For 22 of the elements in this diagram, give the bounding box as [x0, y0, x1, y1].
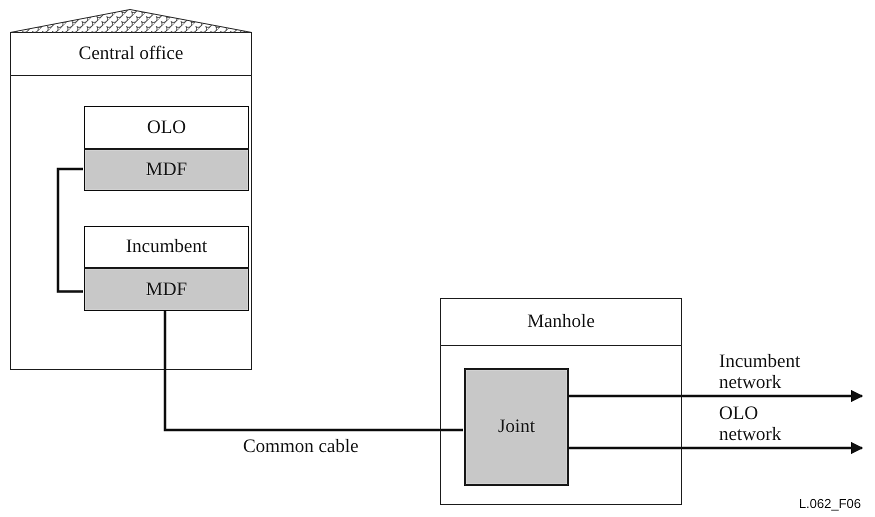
- box-label: MDF: [146, 278, 188, 300]
- figure-code: L.062_F06: [798, 496, 861, 511]
- connector-line: [56, 168, 83, 293]
- building-box: [10, 32, 252, 370]
- process-box: [84, 149, 249, 191]
- process-box: [84, 226, 249, 268]
- process-box: [464, 368, 569, 486]
- process-box: [84, 268, 249, 311]
- box-title: Manhole: [527, 311, 595, 333]
- connector-line: [164, 310, 463, 432]
- box-label: MDF: [146, 159, 188, 181]
- box-label: Incumbent: [126, 236, 208, 258]
- connector-line: [568, 390, 864, 402]
- edge-label: Incumbent network: [719, 351, 802, 393]
- process-box: [84, 106, 249, 149]
- edge-label: OLO network: [719, 403, 782, 445]
- edge-label: Common cable: [243, 436, 360, 457]
- box-label: OLO: [146, 116, 186, 138]
- box-label: Joint: [498, 416, 535, 438]
- box-title: Central office: [78, 43, 184, 65]
- building-box: [440, 298, 682, 505]
- connector-line: [568, 442, 864, 454]
